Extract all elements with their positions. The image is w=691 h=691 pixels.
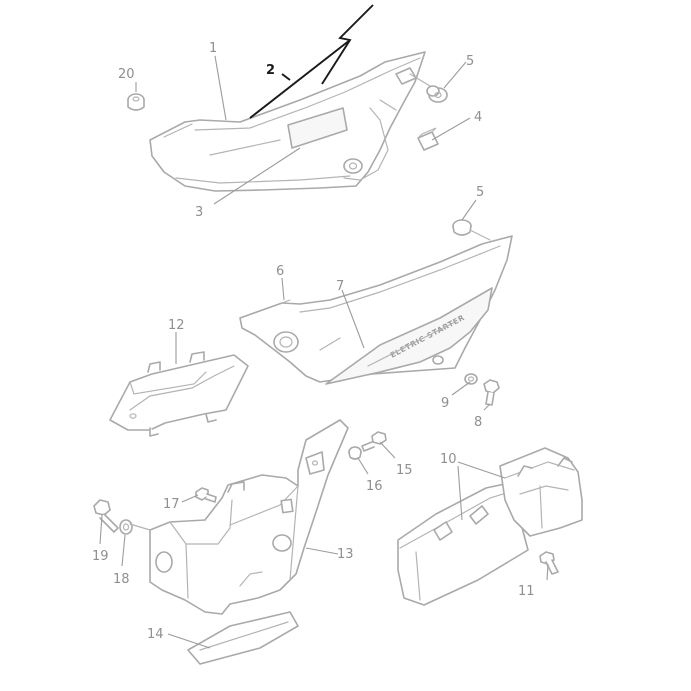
bolt-11	[539, 551, 559, 575]
tool-case-10	[397, 447, 583, 606]
damper-4	[417, 127, 439, 151]
grommet-5-top	[426, 85, 448, 103]
screw-15	[361, 431, 387, 452]
callout-19: 19	[92, 549, 109, 564]
callout-18: 18	[113, 572, 130, 587]
callout-12: 12	[168, 318, 185, 333]
callout-10: 10	[440, 452, 457, 467]
callout-5-middle: 5	[476, 185, 484, 200]
callout-4: 4	[474, 110, 482, 125]
callout-5-top: 5	[466, 54, 474, 69]
callout-15: 15	[396, 463, 413, 478]
callout-labels: 1 2 3 4 5 5 6 7 8 9 10 11 12 13 14 15 16…	[92, 41, 535, 642]
bolt-19	[93, 499, 119, 533]
bracket-12	[109, 351, 249, 437]
side-frame-13	[149, 419, 349, 615]
callout-17: 17	[163, 497, 180, 512]
washer-18	[119, 519, 151, 535]
grommet-16	[348, 446, 362, 460]
plate-14	[187, 611, 299, 665]
grommet-20	[127, 93, 145, 111]
callout-1: 1	[209, 41, 217, 56]
screw-17	[195, 487, 217, 503]
callout-3: 3	[195, 205, 203, 220]
callout-16: 16	[366, 479, 383, 494]
callout-13: 13	[337, 547, 354, 562]
decal-panel-lower	[325, 287, 493, 385]
callout-2: 2	[266, 63, 275, 78]
callout-9: 9	[441, 396, 449, 411]
decal-panel-upper	[287, 107, 348, 149]
collar-9	[464, 373, 478, 385]
callout-7: 7	[336, 279, 344, 294]
callout-11: 11	[518, 584, 535, 599]
callout-14: 14	[147, 627, 164, 642]
side-cover-lower: ELETRIC STARTER	[239, 235, 513, 385]
grommet-5-middle	[452, 219, 491, 241]
side-cover-upper	[149, 51, 431, 192]
callout-6: 6	[276, 264, 284, 279]
callout-20: 20	[118, 67, 135, 82]
bolt-8	[483, 379, 500, 406]
leader-lines	[99, 4, 549, 649]
callout-8: 8	[474, 415, 482, 430]
